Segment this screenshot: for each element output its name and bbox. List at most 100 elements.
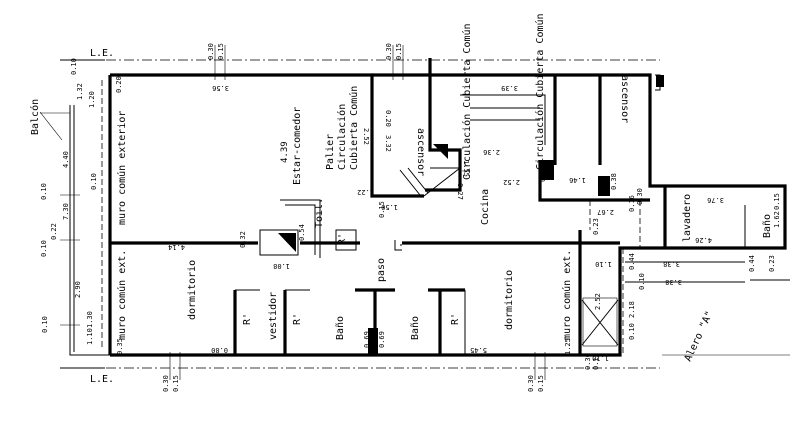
label-muro-ext-left: muro común ext.	[116, 250, 128, 340]
dim-108: 1.08	[273, 262, 290, 270]
dim-338-a: 3.38	[663, 260, 680, 268]
dim-010-mid: 0.10	[90, 173, 98, 190]
label-bano-right: Baño	[762, 214, 773, 238]
label-estar-dim: 4.39	[280, 141, 290, 163]
label-vestidor: vestidor	[268, 292, 279, 340]
dim-032: 0.32	[239, 231, 247, 248]
dim-332: 3.32	[384, 135, 392, 152]
dim-bottom-015-a: 0.15	[172, 375, 180, 392]
dim-125: 1.25	[564, 338, 572, 355]
dim-440: 4.40	[62, 151, 70, 168]
dim-339: 3.39	[501, 84, 518, 92]
le-bottom-label: L.E.	[90, 374, 114, 385]
label-circulacion: Circulación	[336, 104, 348, 170]
label-closet-2: R'	[292, 313, 303, 325]
dim-252-b: 2.52	[594, 293, 602, 310]
dim-023-right: 0.23	[768, 255, 776, 272]
label-muro-ext-right: muro común ext.	[561, 250, 573, 340]
dim-bottom-015-c: 0.15	[592, 353, 600, 370]
dim-058: 0.58	[539, 165, 547, 182]
le-top-label: L.E.	[90, 48, 114, 59]
label-ascensor-left: ascensor	[415, 128, 426, 176]
dim-122: 1.22	[357, 188, 374, 196]
dim-080: 0.80	[211, 346, 228, 354]
dimension-labels: 0.30 0.15 0.30 0.15 0.10 1.32 1.20 0.20 …	[40, 43, 781, 392]
dim-110-c: 1.10	[592, 354, 609, 362]
dim-top-030-b: 0.30	[385, 43, 393, 60]
dim-010-r2: 0.10	[638, 273, 646, 290]
dim-bottom-030-c: 0.30	[584, 353, 592, 370]
dim-545: 5.45	[470, 346, 487, 354]
label-lavadero: lavadero	[682, 194, 693, 242]
dim-356: 3.56	[212, 84, 229, 92]
dim-414: 4.14	[168, 243, 185, 251]
label-paso: paso	[376, 258, 387, 282]
label-toil: Toil.	[314, 198, 325, 228]
dim-044-b: 0.44	[748, 255, 756, 272]
label-dormitorio-right: dormitorio	[504, 270, 515, 330]
dim-015-core: 0.15	[378, 201, 386, 218]
dim-069-b: 0.69	[378, 331, 386, 348]
dim-132: 1.32	[76, 83, 84, 100]
dim-110: 1.10	[86, 328, 94, 345]
dim-155: 1.55	[462, 160, 470, 177]
label-closet-3: R'	[450, 313, 461, 325]
dim-bottom-015-b: 0.15	[537, 375, 545, 392]
dim-bottom-030-b: 0.30	[527, 375, 535, 392]
label-closet-4: R'	[337, 233, 348, 245]
dim-038: 0.38	[610, 173, 618, 190]
dim-016: 0.16	[628, 195, 636, 212]
label-cocina: Cocina	[480, 189, 491, 225]
dim-027: 0.27	[456, 183, 464, 200]
dim-bottom-030-a: 0.30	[162, 375, 170, 392]
dim-044-a: 0.44	[628, 253, 636, 270]
dimension-ticks	[40, 45, 546, 380]
dim-010-right: 0.10	[628, 323, 636, 340]
dim-010-left-2: 0.10	[40, 240, 48, 257]
label-ascensor-right: ascensor	[619, 75, 630, 123]
stair-marks	[399, 167, 461, 197]
dim-252: 2.52	[362, 128, 370, 145]
dim-290: 2.90	[74, 281, 82, 298]
label-muro-exterior: muro común exterior	[116, 111, 128, 225]
dim-120: 1.20	[88, 91, 96, 108]
dim-010-left-3: 0.10	[41, 316, 49, 333]
dim-010-top: 0.10	[70, 58, 78, 75]
dim-top-015-a: 0.15	[217, 43, 225, 60]
dim-035: 0.35	[116, 338, 124, 355]
dim-022: 0.22	[50, 223, 58, 240]
label-circulacion-cubierta-1: Circulación Cubierta Común	[461, 23, 473, 180]
dim-010-left: 0.10	[40, 183, 48, 200]
dim-020-core: 0.20	[384, 110, 392, 127]
dim-030-core: 0.30	[636, 188, 644, 205]
label-cubierta-comun: Cubierta Común	[348, 86, 360, 170]
dim-top-015-b: 0.15	[395, 43, 403, 60]
dim-023: 0.23	[592, 218, 600, 235]
dim-069-a: 0.69	[363, 331, 371, 348]
dim-015-right: 0.15	[773, 193, 781, 210]
exterior-walls	[69, 58, 787, 357]
label-bano-2: Baño	[410, 316, 421, 340]
dim-020: 0.20	[115, 76, 123, 93]
label-circulacion-cubierta-2: Circulación Cubierta Común	[534, 13, 546, 170]
dim-130: 1.30	[86, 311, 94, 328]
dim-267: 2.67	[597, 208, 614, 216]
dim-218: 2.18	[628, 301, 636, 318]
dim-426: 4.26	[695, 236, 712, 244]
label-balcon: Balcón	[29, 99, 41, 135]
dim-110-b: 1.10	[595, 260, 612, 268]
line-edificacion-top: L.E.	[60, 48, 660, 61]
dim-376: 3.76	[707, 196, 724, 204]
interior-walls	[110, 75, 746, 355]
label-dormitorio-left: dormitorio	[187, 260, 198, 320]
dim-162: 1.62	[773, 211, 781, 228]
label-estar-comedor: Estar-comedor	[292, 107, 303, 185]
dim-146: 1.46	[569, 176, 586, 184]
label-bano-1: Baño	[335, 316, 346, 340]
dim-338-b: 3.38	[665, 278, 682, 286]
dim-236: 2.36	[483, 148, 500, 156]
room-labels: Balcón Estar-comedor 4.39 Palier Circula…	[29, 13, 773, 363]
dim-730: 7.30	[62, 203, 70, 220]
dim-150: 1.50	[381, 203, 398, 211]
